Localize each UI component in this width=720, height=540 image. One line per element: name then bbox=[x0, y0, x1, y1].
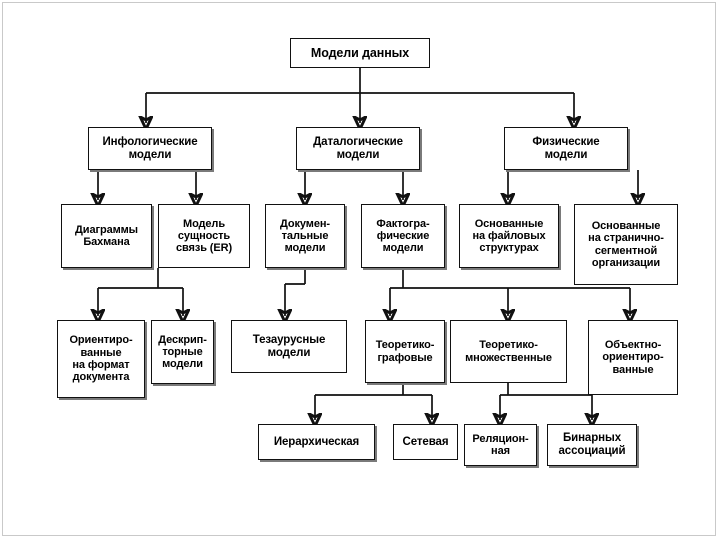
node-file-based-label: Основанные на файловых структурах bbox=[472, 217, 546, 255]
node-set-theoretic-label: Теоретико- множественные bbox=[465, 339, 552, 364]
node-graph-theoretic-label: Теоретико- графовые bbox=[375, 339, 435, 364]
node-hierarchical-label: Иерархическая bbox=[273, 435, 360, 448]
node-bachman[interactable]: Диаграммы Бахмана bbox=[61, 204, 152, 268]
node-thesaurus[interactable]: Тезаурусные модели bbox=[231, 320, 347, 373]
node-factographic[interactable]: Фактогра- фические модели bbox=[361, 204, 445, 268]
node-page-segment[interactable]: Основанные на странично- сегментной орга… bbox=[574, 204, 678, 285]
node-binary-assoc-label: Бинарных ассоциаций bbox=[558, 432, 626, 457]
node-object-oriented-label: Объектно- ориентиро- ванные bbox=[602, 339, 664, 376]
node-root-label: Модели данных bbox=[310, 46, 410, 60]
node-format-oriented[interactable]: Ориентиро- ванные на формат документа bbox=[57, 320, 145, 398]
node-root[interactable]: Модели данных bbox=[290, 38, 430, 68]
node-object-oriented[interactable]: Объектно- ориентиро- ванные bbox=[588, 320, 678, 395]
node-network-label: Сетевая bbox=[402, 435, 449, 448]
node-relational-label: Реляцион- ная bbox=[472, 432, 529, 457]
node-physical[interactable]: Физические модели bbox=[504, 127, 628, 170]
node-bachman-label: Диаграммы Бахмана bbox=[75, 223, 138, 248]
node-page-segment-label: Основанные на странично- сегментной орга… bbox=[588, 219, 664, 269]
node-format-oriented-label: Ориентиро- ванные на формат документа bbox=[69, 334, 133, 384]
node-datalogical-label: Даталогические модели bbox=[313, 135, 403, 161]
node-graph-theoretic[interactable]: Теоретико- графовые bbox=[365, 320, 445, 383]
node-relational[interactable]: Реляцион- ная bbox=[464, 424, 537, 466]
node-set-theoretic[interactable]: Теоретико- множественные bbox=[450, 320, 567, 383]
node-datalogical[interactable]: Даталогические модели bbox=[296, 127, 420, 170]
node-descriptor-label: Дескрип- торные модели bbox=[158, 333, 207, 371]
node-file-based[interactable]: Основанные на файловых структурах bbox=[459, 204, 559, 268]
node-er[interactable]: Модель сущность связь (ER) bbox=[158, 204, 250, 268]
node-hierarchical[interactable]: Иерархическая bbox=[258, 424, 375, 460]
node-er-label: Модель сущность связь (ER) bbox=[175, 217, 233, 255]
node-infological[interactable]: Инфологические модели bbox=[88, 127, 212, 170]
node-thesaurus-label: Тезаурусные модели bbox=[252, 333, 326, 359]
node-network[interactable]: Сетевая bbox=[393, 424, 458, 460]
node-documentary-label: Докумен- тальные модели bbox=[280, 217, 330, 255]
node-binary-assoc[interactable]: Бинарных ассоциаций bbox=[547, 424, 637, 466]
node-descriptor[interactable]: Дескрип- торные модели bbox=[151, 320, 214, 384]
node-physical-label: Физические модели bbox=[532, 135, 600, 161]
node-factographic-label: Фактогра- фические модели bbox=[376, 217, 430, 255]
node-documentary[interactable]: Докумен- тальные модели bbox=[265, 204, 345, 268]
node-infological-label: Инфологические модели bbox=[102, 135, 198, 161]
